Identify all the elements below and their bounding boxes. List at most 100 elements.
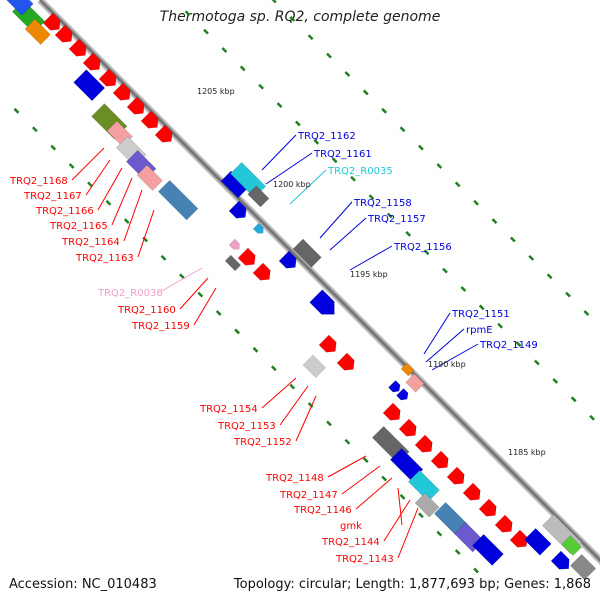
leader-line xyxy=(85,159,111,196)
gene-blue-small-shape xyxy=(396,388,409,401)
scale-tick xyxy=(271,0,277,4)
scale-tick xyxy=(509,236,516,243)
gene-red xyxy=(252,262,271,281)
leader-line xyxy=(327,455,367,478)
gene-red-shape xyxy=(98,68,117,87)
gene-label-trq2_1154: TRQ2_1154 xyxy=(199,404,258,415)
gene-gray xyxy=(292,238,322,268)
scale-tick xyxy=(368,194,375,200)
leader-line xyxy=(179,277,209,310)
gene-label-trq2_1147: TRQ2_1147 xyxy=(279,490,338,501)
gene-steelblue xyxy=(157,179,199,221)
scale-tick xyxy=(350,175,356,182)
gene-red xyxy=(430,450,449,469)
scale-tick xyxy=(491,218,498,225)
gene-orange-small xyxy=(400,362,415,377)
gene-red xyxy=(414,434,433,453)
scale-tick xyxy=(473,199,479,206)
gene-pink-small xyxy=(228,238,240,250)
gene-label-trq2_1168: TRQ2_1168 xyxy=(9,176,68,187)
leader-line xyxy=(295,395,317,442)
gene-red-shape xyxy=(126,96,145,115)
scale-tick xyxy=(68,163,75,169)
gene-gray-shape xyxy=(414,492,440,518)
leader-line xyxy=(319,201,353,239)
gene-blue-shape xyxy=(5,0,34,16)
gene-red-shape xyxy=(68,38,87,57)
leader-line xyxy=(97,167,123,211)
gene-label-trq2_r0035: TRQ2_R0035 xyxy=(327,166,393,177)
scale-tick xyxy=(381,107,388,114)
scale-tick xyxy=(50,144,57,151)
gene-blue-arrow xyxy=(309,289,335,315)
gene-label-trq2_1153: TRQ2_1153 xyxy=(217,421,276,432)
gene-label-trq2_1162: TRQ2_1162 xyxy=(297,131,356,142)
gene-green-shape xyxy=(561,535,582,556)
gene-label-trq2_1159: TRQ2_1159 xyxy=(131,321,190,332)
scale-tick xyxy=(460,286,467,292)
gene-gray-shape xyxy=(292,238,322,268)
backbone xyxy=(37,0,600,565)
scale-tick xyxy=(423,249,430,256)
scale-tick xyxy=(528,255,535,261)
gene-label-trq2_1157: TRQ2_1157 xyxy=(367,214,426,225)
gene-gray-small xyxy=(224,254,242,272)
scale-tick xyxy=(123,218,130,225)
gene-blue-shape xyxy=(73,69,106,102)
gene-gray-shape xyxy=(569,553,597,581)
gene-features xyxy=(5,0,597,581)
scale-label: 1200 kbp xyxy=(273,180,311,189)
scale-tick xyxy=(344,71,351,77)
scale-tick xyxy=(497,322,504,329)
scale-tick xyxy=(405,230,412,237)
scale-tick xyxy=(252,346,259,353)
gene-red xyxy=(112,82,131,101)
gene-blue xyxy=(523,527,552,556)
scale-tick xyxy=(478,304,485,311)
gene-red-shape xyxy=(414,434,433,453)
leader-line xyxy=(397,487,403,526)
map-title: Thermotoga sp. RQ2, complete genome xyxy=(159,9,441,25)
gene-red-shape xyxy=(82,52,101,71)
gene-red xyxy=(462,482,481,501)
scale-label: 1205 kbp xyxy=(197,87,235,96)
scale-tick xyxy=(31,126,38,133)
gene-blue-arrow xyxy=(278,250,297,269)
gene-blue-arrow xyxy=(550,550,570,570)
scale-tick xyxy=(13,107,20,114)
scale-tick xyxy=(184,10,191,17)
gene-blue-arrow-shape xyxy=(278,250,297,269)
scale-tick xyxy=(381,475,388,482)
scale-tick xyxy=(203,28,209,35)
gene-red xyxy=(42,12,61,31)
gene-blue-shape xyxy=(471,533,504,566)
leader-line xyxy=(431,343,479,371)
leader-line xyxy=(341,465,381,495)
gene-red-shape xyxy=(237,247,256,266)
scale-tick xyxy=(418,144,424,151)
gene-red-shape xyxy=(54,24,73,43)
scale-tick xyxy=(326,52,332,59)
gene-gray-small-shape xyxy=(224,254,242,272)
gene-red xyxy=(318,334,337,353)
gene-red xyxy=(382,402,401,421)
leader-line xyxy=(137,209,155,258)
scale-tick xyxy=(307,34,314,41)
leader-line xyxy=(425,328,465,363)
scale-tick xyxy=(418,512,424,519)
scale-tick xyxy=(570,396,577,403)
gene-blue-shape xyxy=(523,527,552,556)
scale-tick xyxy=(589,414,595,421)
leader-line xyxy=(71,147,105,181)
gene-blue-arrow-shape xyxy=(550,550,570,570)
scale-tick xyxy=(386,212,393,219)
gene-pink xyxy=(405,373,425,393)
gene-red xyxy=(98,68,117,87)
gene-red-shape xyxy=(462,482,481,501)
gene-red-shape xyxy=(430,450,449,469)
gene-pink-shape xyxy=(405,373,425,393)
scale-tick xyxy=(87,181,93,188)
gene-label-trq2_1158: TRQ2_1158 xyxy=(353,198,412,209)
gene-label-trq2_1167: TRQ2_1167 xyxy=(23,191,82,202)
